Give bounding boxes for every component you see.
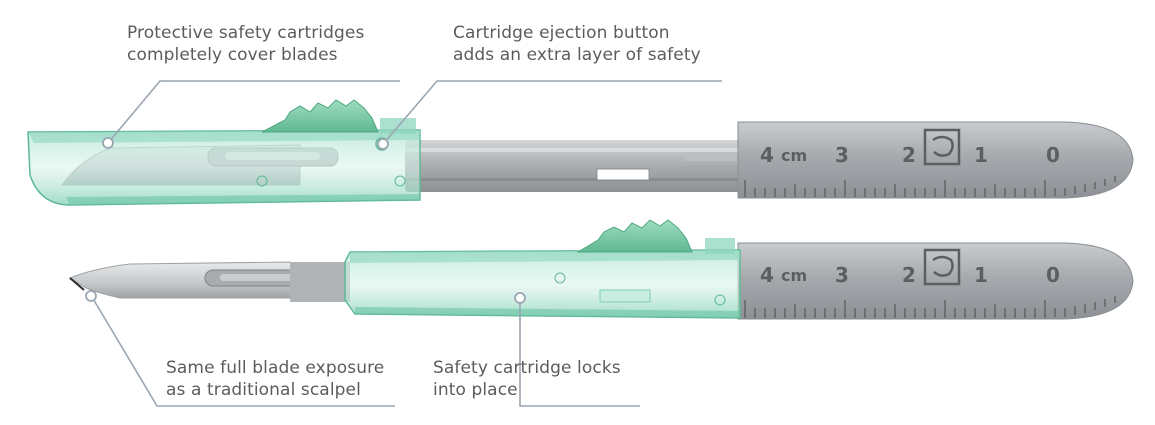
- dot-locks: [514, 292, 526, 304]
- top-ruler-0: 0: [1046, 143, 1060, 167]
- leader-ejection: [383, 80, 722, 144]
- top-ruler-logo: [923, 128, 961, 166]
- top-safety-cartridge: [27, 129, 421, 206]
- callout-exposure-line1: Same full blade exposure: [166, 358, 385, 378]
- callout-exposure-line2: as a traditional scalpel: [166, 380, 361, 400]
- top-thumb-grip: [261, 99, 379, 133]
- bottom-scalpel: 4 cm 3 2 1 0: [68, 219, 1134, 320]
- callout-cartridges-line1: Protective safety cartridges: [127, 23, 365, 43]
- top-ruler-ticks: [744, 176, 1116, 197]
- bottom-ruler-2: 2: [902, 263, 916, 287]
- top-ruler-4: 4: [760, 143, 774, 167]
- top-scalpel: 4 cm 3 2 1 0: [27, 99, 1134, 206]
- dot-exposure: [85, 290, 97, 302]
- bottom-ruler-3: 3: [835, 263, 849, 287]
- dot-cartridges: [102, 137, 114, 149]
- leader-locks: [519, 299, 640, 407]
- callout-locks-line1: Safety cartridge locks: [433, 358, 621, 378]
- bottom-thumb-grip: [576, 219, 693, 253]
- leader-dots: [85, 137, 526, 304]
- bottom-handle: [737, 242, 1134, 320]
- dot-ejection: [377, 138, 389, 150]
- top-shaft: [405, 140, 750, 192]
- top-ruler-1: 1: [974, 143, 988, 167]
- leader-cartridges: [107, 80, 400, 144]
- callout-ejection-line1: Cartridge ejection button: [453, 23, 670, 43]
- top-ruler-3: 3: [835, 143, 849, 167]
- callout-ejection-button: Cartridge ejection button adds an extra …: [453, 22, 701, 66]
- top-ruler-unit: cm: [781, 146, 807, 165]
- callout-cartridge-locks: Safety cartridge locks into place: [433, 357, 621, 401]
- callout-locks-line2: into place: [433, 380, 518, 400]
- top-handle: [737, 121, 1134, 199]
- callout-cartridges-line2: completely cover blades: [127, 45, 338, 65]
- callout-ejection-line2: adds an extra layer of safety: [453, 45, 701, 65]
- bottom-ruler-1: 1: [974, 263, 988, 287]
- top-ruler-2: 2: [902, 143, 916, 167]
- bottom-ruler-logo: [923, 248, 961, 286]
- top-shaft-slot: [596, 168, 650, 181]
- bottom-ruler-4: 4: [760, 263, 774, 287]
- bottom-ruler-0: 0: [1046, 263, 1060, 287]
- bottom-ruler-unit: cm: [781, 266, 807, 285]
- callout-protective-cartridges: Protective safety cartridges completely …: [127, 22, 364, 66]
- leader-lines: [91, 80, 722, 407]
- leader-exposure: [91, 296, 395, 407]
- callout-blade-exposure: Same full blade exposure as a traditiona…: [166, 357, 384, 401]
- bottom-ruler-ticks: [744, 296, 1116, 318]
